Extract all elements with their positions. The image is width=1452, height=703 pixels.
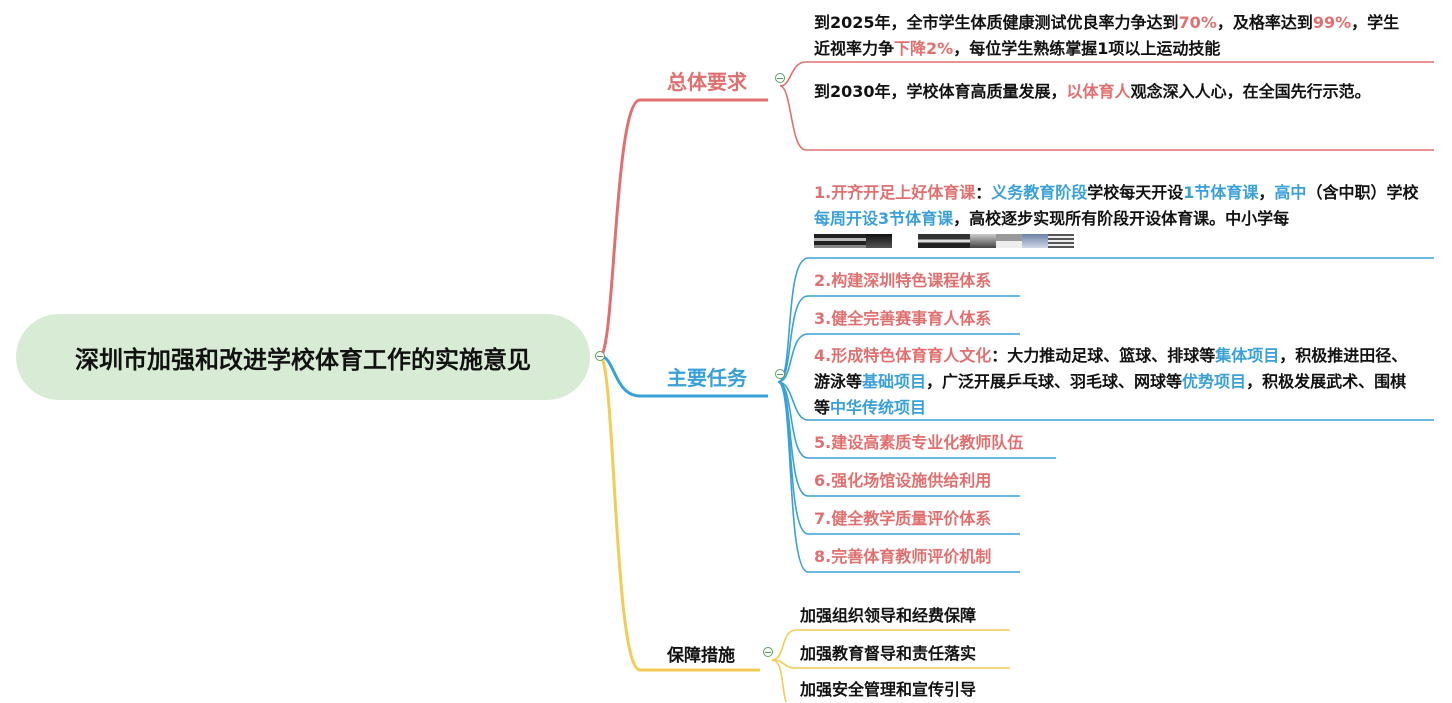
task-item-1-text: ：: [975, 183, 992, 202]
overall-item-1-text: 到2025年，全市学生体质健康测试优良率力争达到: [814, 13, 1179, 32]
root-node[interactable]: 深圳市加强和改进学校体育工作的实施意见: [16, 314, 590, 400]
task-item-2-label: 2.构建深圳特色课程体系: [814, 271, 992, 290]
task-item-1-highlight: 义务教育阶段: [991, 183, 1088, 202]
task-item-8[interactable]: 8.完善体育教师评价机制: [814, 544, 991, 570]
task-item-1-highlight: 高中: [1274, 183, 1307, 202]
overall-item-1-highlight: 99%: [1312, 13, 1352, 32]
task-item-1-text: 学校每天开设: [1087, 183, 1184, 202]
overall-item-1-highlight: 70%: [1178, 13, 1217, 32]
task-item-5-label: 5.建设高素质专业化教师队伍: [814, 433, 1024, 452]
branch-tasks-label: 主要任务: [667, 366, 747, 390]
link-task-3: [777, 333, 1020, 383]
guarantee-item-3-label: 加强安全管理和宣传引导: [800, 680, 977, 699]
branch-overall-label: 总体要求: [667, 70, 747, 94]
overall-item-1[interactable]: 到2025年，全市学生体质健康测试优良率力争达到70%，及格率达到99%，学生近…: [814, 10, 1414, 62]
branch-overall[interactable]: 总体要求: [667, 66, 747, 95]
clipped-text-fragment: [814, 234, 1074, 248]
task-item-4-text: ，积极发展武术、围棋等: [814, 372, 1407, 417]
link-overall-2: [779, 85, 1434, 151]
task-item-3-label: 3.健全完善赛事育人体系: [814, 309, 992, 328]
task-item-8-label: 8.完善体育教师评价机制: [814, 547, 992, 566]
overall-item-1-text: ，学生近视率力争: [814, 13, 1400, 58]
task-item-1-text: ，高校逐步实现所有阶段开设体育课。中小学每: [953, 209, 1290, 228]
task-item-4-text: ，积极推进田径、游泳等: [814, 346, 1408, 391]
task-item-7-label: 7.健全教学质量评价体系: [814, 509, 992, 528]
link-guarantee-2: [771, 659, 1010, 669]
branch-guarantee-label: 保障措施: [667, 646, 735, 666]
link-guarantee-1: [771, 629, 1010, 661]
task-item-7[interactable]: 7.健全教学质量评价体系: [814, 506, 991, 532]
task-item-4-title: 4.形成特色体育育人文化: [814, 346, 992, 365]
overall-collapse-icon[interactable]: [775, 73, 785, 83]
task-item-1-text: （含中职）学校: [1306, 183, 1419, 202]
task-item-2[interactable]: 2.构建深圳特色课程体系: [814, 268, 991, 294]
task-item-4-highlight: 集体项目: [1215, 346, 1280, 365]
guarantee-collapse-icon[interactable]: [763, 647, 773, 657]
task-item-6-label: 6.强化场馆设施供给利用: [814, 471, 992, 490]
link-root-guarantee: [598, 354, 760, 672]
overall-item-1-text: ，每位学生熟练掌握1项以上运动技能: [953, 39, 1221, 58]
guarantee-item-1[interactable]: 加强组织领导和经费保障: [800, 603, 976, 629]
task-item-4-highlight: 优势项目: [1182, 372, 1247, 391]
task-item-6[interactable]: 6.强化场馆设施供给利用: [814, 468, 991, 494]
task-item-4-text: ，广泛开展乒乓球、羽毛球、网球等: [926, 372, 1183, 391]
guarantee-item-2-label: 加强教育督导和责任落实: [800, 644, 977, 663]
guarantee-item-3[interactable]: 加强安全管理和宣传引导: [800, 677, 976, 703]
overall-item-2[interactable]: 到2030年，学校体育高质量发展，以体育人观念深入人心，在全国先行示范。: [814, 74, 1414, 110]
overall-item-1-highlight: 下降2%: [894, 39, 954, 58]
link-task-4: [777, 381, 1434, 421]
overall-item-2-text: 到2030年，学校体育高质量发展，: [814, 82, 1067, 101]
guarantee-item-1-label: 加强组织领导和经费保障: [800, 606, 977, 625]
task-item-4-highlight: 基础项目: [862, 372, 927, 391]
overall-item-1-text: ，及格率达到: [1216, 13, 1313, 32]
task-item-1[interactable]: 1.开齐开足上好体育课：义务教育阶段学校每天开设1节体育课，高中（含中职）学校每…: [814, 180, 1428, 232]
task-item-1-highlight: 每周开设3节体育课: [814, 209, 954, 228]
link-guarantee-3: [771, 659, 788, 702]
overall-item-2-text: 观念深入人心，在全国先行示范。: [1130, 82, 1371, 101]
task-item-1-title: 1.开齐开足上好体育课: [814, 183, 976, 202]
task-item-4[interactable]: 4.形成特色体育育人文化：大力推动足球、篮球、排球等集体项目，积极推进田径、游泳…: [814, 343, 1418, 421]
link-overall-1: [779, 61, 1434, 87]
task-item-1-text: ，: [1258, 183, 1275, 202]
task-item-5[interactable]: 5.建设高素质专业化教师队伍: [814, 430, 1023, 456]
task-item-3[interactable]: 3.健全完善赛事育人体系: [814, 306, 991, 332]
tasks-collapse-icon[interactable]: [775, 369, 785, 379]
root-label: 深圳市加强和改进学校体育工作的实施意见: [75, 345, 531, 374]
link-task-8: [777, 381, 1020, 573]
task-item-1-highlight: 1节体育课: [1183, 183, 1259, 202]
branch-guarantee[interactable]: 保障措施: [667, 641, 735, 666]
overall-item-2-highlight: 以体育人: [1066, 82, 1131, 101]
link-root-overall: [598, 98, 768, 358]
branch-tasks[interactable]: 主要任务: [667, 362, 747, 391]
task-item-4-text: ：大力推动足球、篮球、排球等: [991, 346, 1216, 365]
task-item-4-highlight: 中华传统项目: [830, 398, 927, 417]
root-collapse-icon[interactable]: [595, 351, 605, 361]
guarantee-item-2[interactable]: 加强教育督导和责任落实: [800, 641, 976, 667]
